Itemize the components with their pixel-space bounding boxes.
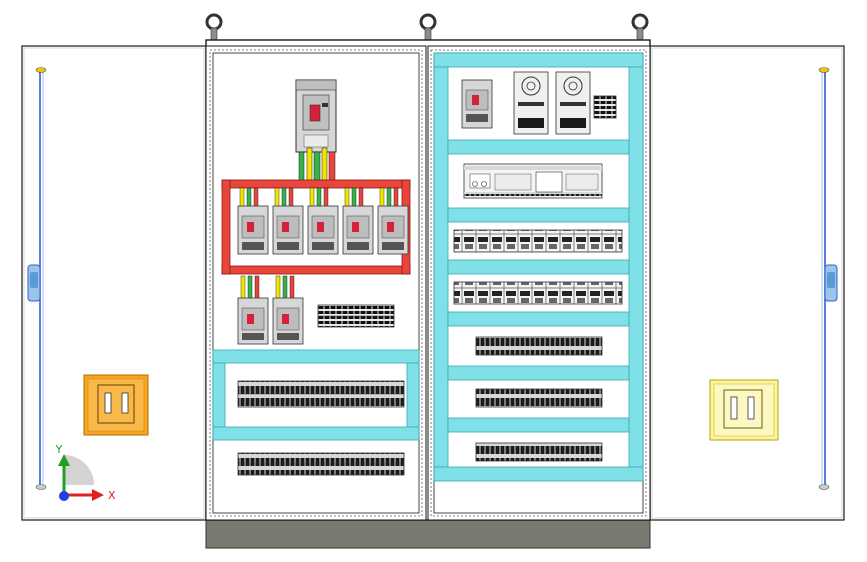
right-document-pocket[interactable] <box>709 379 779 441</box>
branch-breaker[interactable] <box>377 187 409 255</box>
terminal-strip-right-2[interactable] <box>475 388 603 408</box>
triad-y-label: Y <box>55 443 63 456</box>
terminal-strip-right-3[interactable] <box>475 442 603 462</box>
plc-unit[interactable] <box>463 163 603 199</box>
terminal-strip-left-1[interactable] <box>237 380 405 408</box>
right-panel <box>433 52 644 482</box>
right-din-rails <box>433 52 644 482</box>
triad-x-label: X <box>108 489 116 502</box>
left-door-handle[interactable] <box>27 264 41 302</box>
coordinate-triad: Y X <box>55 443 116 502</box>
power-supply-1[interactable] <box>513 71 549 135</box>
branch-breaker[interactable] <box>307 187 339 255</box>
left-panel <box>212 79 420 476</box>
terminal-strip-left-2[interactable] <box>237 452 405 476</box>
relay-row-2[interactable] <box>453 281 623 305</box>
lifting-eye-center <box>419 13 437 41</box>
branch-breaker[interactable] <box>237 275 269 345</box>
power-supply-2[interactable] <box>555 71 591 135</box>
branch-breakers-row2 <box>237 275 304 345</box>
branch-breaker[interactable] <box>272 275 304 345</box>
main-breaker[interactable] <box>295 79 337 153</box>
left-door[interactable] <box>21 45 207 521</box>
left-document-pocket[interactable] <box>83 374 149 436</box>
z-axis-dot <box>59 491 69 501</box>
branch-breakers-row1 <box>237 187 409 255</box>
lifting-eye-left <box>205 13 223 41</box>
control-breaker[interactable] <box>461 79 493 129</box>
plinth <box>205 517 651 549</box>
fuse-block[interactable] <box>593 95 617 119</box>
right-door[interactable] <box>649 45 845 521</box>
branch-breaker[interactable] <box>237 187 269 255</box>
right-door-handle[interactable] <box>824 264 838 302</box>
terminal-strip-right-1[interactable] <box>475 336 603 356</box>
relay-row-1[interactable] <box>453 229 623 253</box>
lifting-eye-right <box>631 13 649 41</box>
terminal-blocks-small[interactable] <box>317 304 395 328</box>
branch-breaker[interactable] <box>342 187 374 255</box>
left-din-rails <box>212 349 420 441</box>
branch-breaker[interactable] <box>272 187 304 255</box>
